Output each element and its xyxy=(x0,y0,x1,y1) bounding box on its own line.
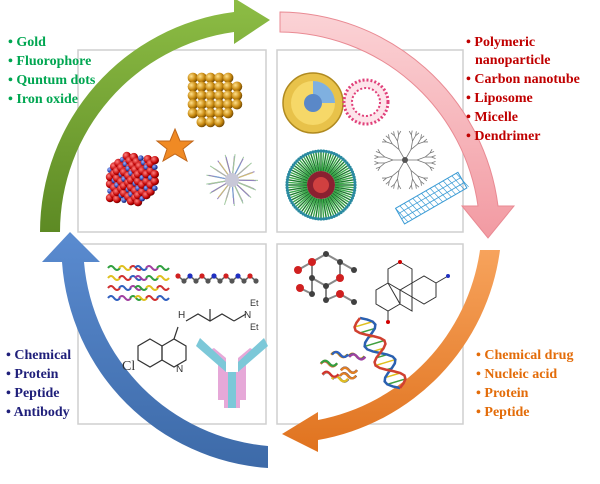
iron-oxide-cube-icon xyxy=(105,151,159,207)
list-top-right: • Polymeric nanoparticle • Carbon nanotu… xyxy=(466,35,580,144)
list-item: • Polymeric xyxy=(466,35,535,50)
drug-label-cl: Cl xyxy=(122,359,135,374)
list-item: • Protein xyxy=(6,367,59,382)
list-item: • Chemical drug xyxy=(476,348,573,363)
star-icon xyxy=(155,127,195,163)
list-item-continuation: nanoparticle xyxy=(475,53,550,68)
chemical-structure-icon xyxy=(137,309,247,368)
drug-label-n1: N xyxy=(176,364,183,375)
list-item: • Antibody xyxy=(6,405,70,420)
drug-label-h: H xyxy=(178,310,185,321)
polymeric-nanoparticle-icon xyxy=(282,72,344,134)
micelle-icon xyxy=(285,149,357,221)
sugar-molecule-icon xyxy=(294,251,357,305)
quantum-dot-sphere-icon xyxy=(206,154,259,206)
carbon-nanotube-icon xyxy=(394,171,469,225)
quadrant-panels xyxy=(77,49,464,425)
list-bottom-left: • Chemical • Protein • Peptide • Antibod… xyxy=(6,348,71,420)
list-top-left: • Gold • Fluorophore • Quntum dots • Iro… xyxy=(8,35,96,107)
list-item: • Liposome xyxy=(466,91,533,106)
list-item: • Dendrimer xyxy=(466,129,541,144)
arrow-bottom-left xyxy=(42,232,268,468)
list-item: • Chemical xyxy=(6,348,71,363)
list-item: • Protein xyxy=(476,386,529,401)
list-item: • Iron oxide xyxy=(8,92,78,107)
list-item: • Carbon nanotube xyxy=(466,72,580,87)
arrow-bottom-right xyxy=(282,250,500,452)
list-bottom-right: • Chemical drug • Nucleic acid • Protein… xyxy=(476,348,573,420)
list-item: • Peptide xyxy=(476,405,530,420)
dendrimer-icon xyxy=(374,130,436,190)
liposome-icon xyxy=(342,78,390,126)
list-item: • Micelle xyxy=(466,110,518,125)
drug-label-et1: Et xyxy=(250,298,259,308)
drug-structure-icon xyxy=(375,260,450,324)
list-item: • Peptide xyxy=(6,386,60,401)
protein-ribbon-icon xyxy=(107,265,170,301)
list-item: • Quntum dots xyxy=(8,73,96,88)
protein-structure-icon xyxy=(319,350,367,383)
drug-label-et2: Et xyxy=(250,322,259,332)
list-item: • Nucleic acid xyxy=(476,367,557,382)
antibody-icon xyxy=(196,338,268,408)
list-item: • Fluorophore xyxy=(8,54,91,69)
dna-helix-icon xyxy=(353,316,407,390)
peptide-chain-icon xyxy=(175,273,259,284)
gold-nanoparticle-icon xyxy=(187,72,243,128)
list-item: • Gold xyxy=(8,35,46,50)
arrow-top-left xyxy=(40,0,270,232)
arrow-top-right xyxy=(279,11,516,239)
drug-label-n2: N xyxy=(244,310,251,321)
